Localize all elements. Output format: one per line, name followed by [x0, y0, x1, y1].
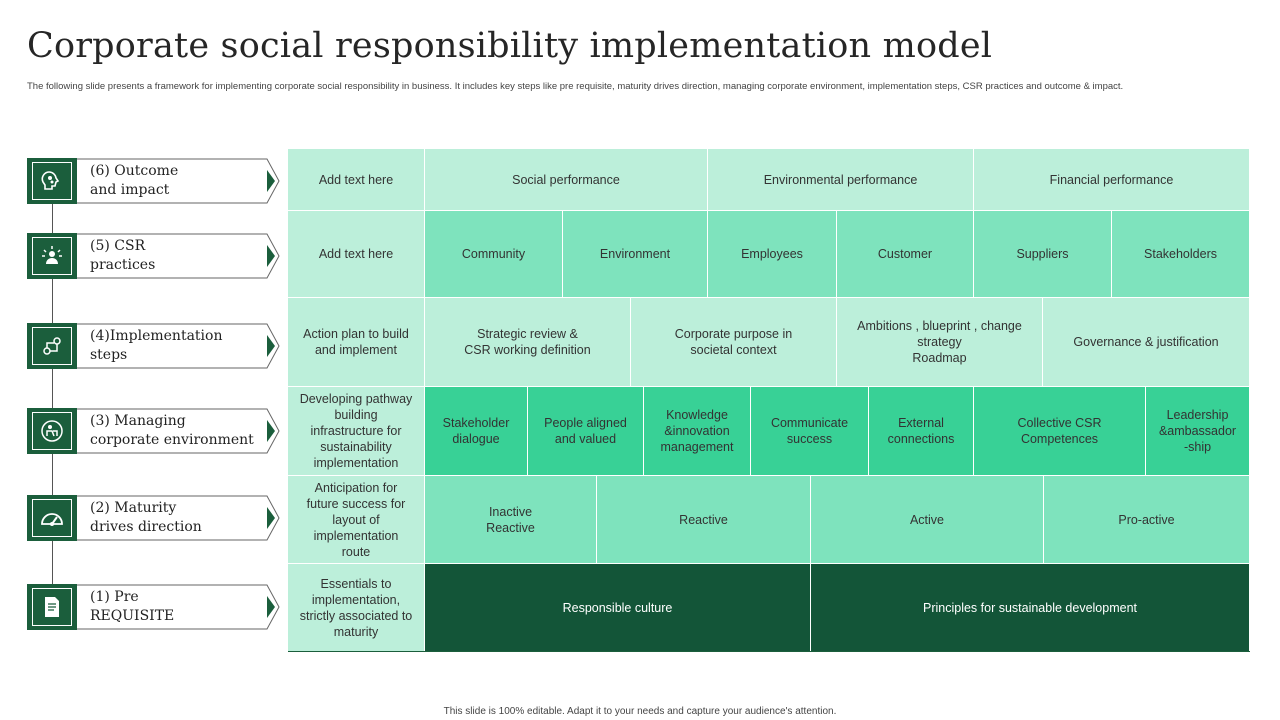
- row-implementation-first-cell: Action plan to build and implement: [288, 298, 425, 387]
- cell-community: Community: [425, 211, 563, 298]
- cell-leadership: Leadership &ambassador -ship: [1146, 387, 1250, 476]
- cell-knowledge-innovation: Knowledge &innovation management: [644, 387, 751, 476]
- idea-head-icon: [32, 162, 72, 200]
- row-outcome-first-cell: Add text here: [288, 149, 425, 211]
- step-label: (2) Maturity drives direction: [90, 500, 202, 535]
- cell-environment: Environment: [563, 211, 708, 298]
- cell-pro-active: Pro-active: [1044, 476, 1250, 564]
- cell-people-aligned: People aligned and valued: [528, 387, 644, 476]
- step-outcome-impact[interactable]: (6) Outcome and impact: [27, 158, 283, 204]
- footer-note: This slide is 100% editable. Adapt it to…: [443, 706, 837, 717]
- page-title: Corporate social responsibility implemen…: [27, 26, 993, 66]
- row-managing-first-cell: Developing pathway building infrastructu…: [288, 387, 425, 476]
- step-arrow-shape: [74, 584, 280, 630]
- cell-ambitions-blueprint: Ambitions , blueprint , change strategy …: [837, 298, 1043, 387]
- cell-communicate-success: Communicate success: [751, 387, 869, 476]
- cell-sustainable-principles: Principles for sustainable development: [811, 564, 1250, 652]
- grid-bottom-border: [288, 651, 1250, 652]
- step-label: (3) Managing corporate environment: [90, 413, 254, 448]
- person-network-icon: [32, 237, 72, 275]
- speedometer-icon: [32, 499, 72, 537]
- cell-governance: Governance & justification: [1043, 298, 1250, 387]
- step-implementation-steps[interactable]: (4)Implementation steps: [27, 323, 283, 369]
- csr-model-grid: Add text here Social performance Environ…: [288, 149, 1250, 652]
- cell-customer: Customer: [837, 211, 974, 298]
- step-icon-box: [27, 158, 77, 204]
- cell-stakeholders: Stakeholders: [1112, 211, 1250, 298]
- cell-responsible-culture: Responsible culture: [425, 564, 811, 652]
- step-icon-box: [27, 584, 77, 630]
- cell-external-connections: External connections: [869, 387, 974, 476]
- step-csr-practices[interactable]: (5) CSR practices: [27, 233, 283, 279]
- step-icon-box: [27, 323, 77, 369]
- step-pre-requisite[interactable]: (1) Pre REQUISITE: [27, 584, 283, 630]
- cell-environmental-performance: Environmental performance: [708, 149, 974, 211]
- step-label: (4)Implementation steps: [90, 328, 223, 363]
- step-icon-box: [27, 408, 77, 454]
- cell-suppliers: Suppliers: [974, 211, 1112, 298]
- office-desk-icon: [32, 412, 72, 450]
- row-csr-first-cell: Add text here: [288, 211, 425, 298]
- cell-social-performance: Social performance: [425, 149, 708, 211]
- steps-connector-line: [52, 200, 53, 610]
- cell-strategic-review: Strategic review & CSR working definitio…: [425, 298, 631, 387]
- cell-inactive-reactive: Inactive Reactive: [425, 476, 597, 564]
- row-maturity-first-cell: Anticipation for future success for layo…: [288, 476, 425, 564]
- row-prerequisite-first-cell: Essentials to implementation, strictly a…: [288, 564, 425, 652]
- step-icon-box: [27, 233, 77, 279]
- cell-active: Active: [811, 476, 1044, 564]
- process-steps-icon: [32, 327, 72, 365]
- step-label: (1) Pre REQUISITE: [90, 589, 175, 624]
- cell-corporate-purpose: Corporate purpose in societal context: [631, 298, 837, 387]
- step-managing-corporate-environment[interactable]: (3) Managing corporate environment: [27, 408, 283, 454]
- cell-reactive: Reactive: [597, 476, 811, 564]
- cell-collective-csr: Collective CSR Competences: [974, 387, 1146, 476]
- step-maturity-drives-direction[interactable]: (2) Maturity drives direction: [27, 495, 283, 541]
- cell-financial-performance: Financial performance: [974, 149, 1250, 211]
- document-icon: [32, 588, 72, 626]
- step-label: (6) Outcome and impact: [90, 163, 179, 198]
- step-icon-box: [27, 495, 77, 541]
- step-arrow-shape: [74, 158, 280, 204]
- page-subtitle: The following slide presents a framework…: [27, 81, 1124, 92]
- cell-stakeholder-dialogue: Stakeholder dialogue: [425, 387, 528, 476]
- cell-employees: Employees: [708, 211, 837, 298]
- step-label: (5) CSR practices: [90, 238, 156, 273]
